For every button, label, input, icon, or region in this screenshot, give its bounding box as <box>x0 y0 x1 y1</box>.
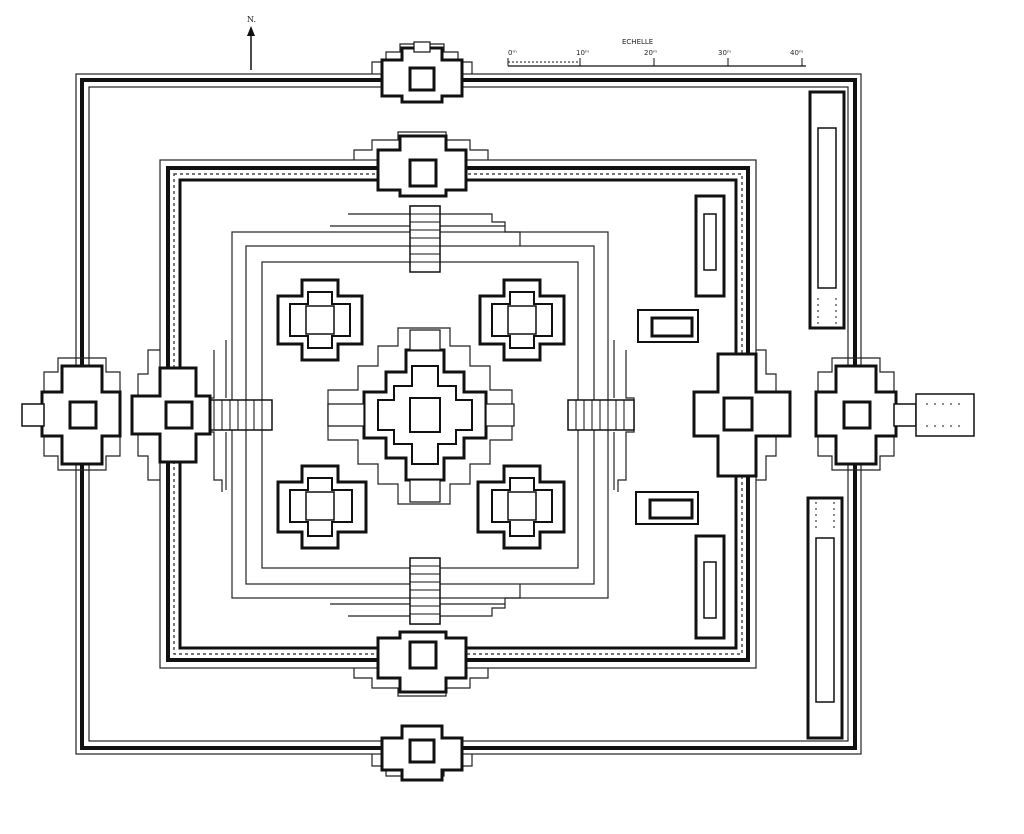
hall-south-inner <box>694 534 726 640</box>
scale-tick-40: 40ᵐ <box>790 49 803 57</box>
stairways <box>205 205 635 625</box>
hall-south-outer <box>806 496 844 740</box>
tower-northwest <box>276 278 364 362</box>
scale-title: ECHELLE <box>622 38 653 46</box>
scale-tick-10: 10ᵐ <box>576 49 589 57</box>
gopura-inner-west <box>130 349 212 481</box>
tower-southwest <box>276 464 368 550</box>
gopura-outer-west <box>21 357 122 471</box>
gopura-outer-south <box>371 724 473 782</box>
scale-tick-20: 20ᵐ <box>644 49 657 57</box>
gopura-outer-north <box>371 41 473 104</box>
gopura-inner-south <box>353 630 489 697</box>
tower-southeast <box>476 464 566 550</box>
tower-northeast <box>478 278 566 362</box>
causeway-east <box>915 393 975 437</box>
library-southeast <box>635 491 699 525</box>
stair-south <box>409 557 441 625</box>
scale-tick-30: 30ᵐ <box>718 49 731 57</box>
hall-north-outer <box>808 90 846 330</box>
hall-north-inner <box>694 194 726 298</box>
central-sanctuary <box>327 327 515 505</box>
stair-north <box>409 205 441 273</box>
north-arrow: N. <box>247 15 256 70</box>
stair-east <box>567 399 635 431</box>
library-northeast <box>637 309 699 343</box>
gopura-inner-east <box>692 349 792 481</box>
gopura-inner-north <box>353 131 489 198</box>
north-label: N. <box>247 15 256 24</box>
stair-west <box>205 399 273 431</box>
scale-tick-0: 0ᵐ <box>508 49 517 57</box>
scale-bar: ECHELLE 0ᵐ 10ᵐ 20ᵐ 30ᵐ 40ᵐ <box>507 38 806 67</box>
gopura-outer-east <box>814 357 917 471</box>
